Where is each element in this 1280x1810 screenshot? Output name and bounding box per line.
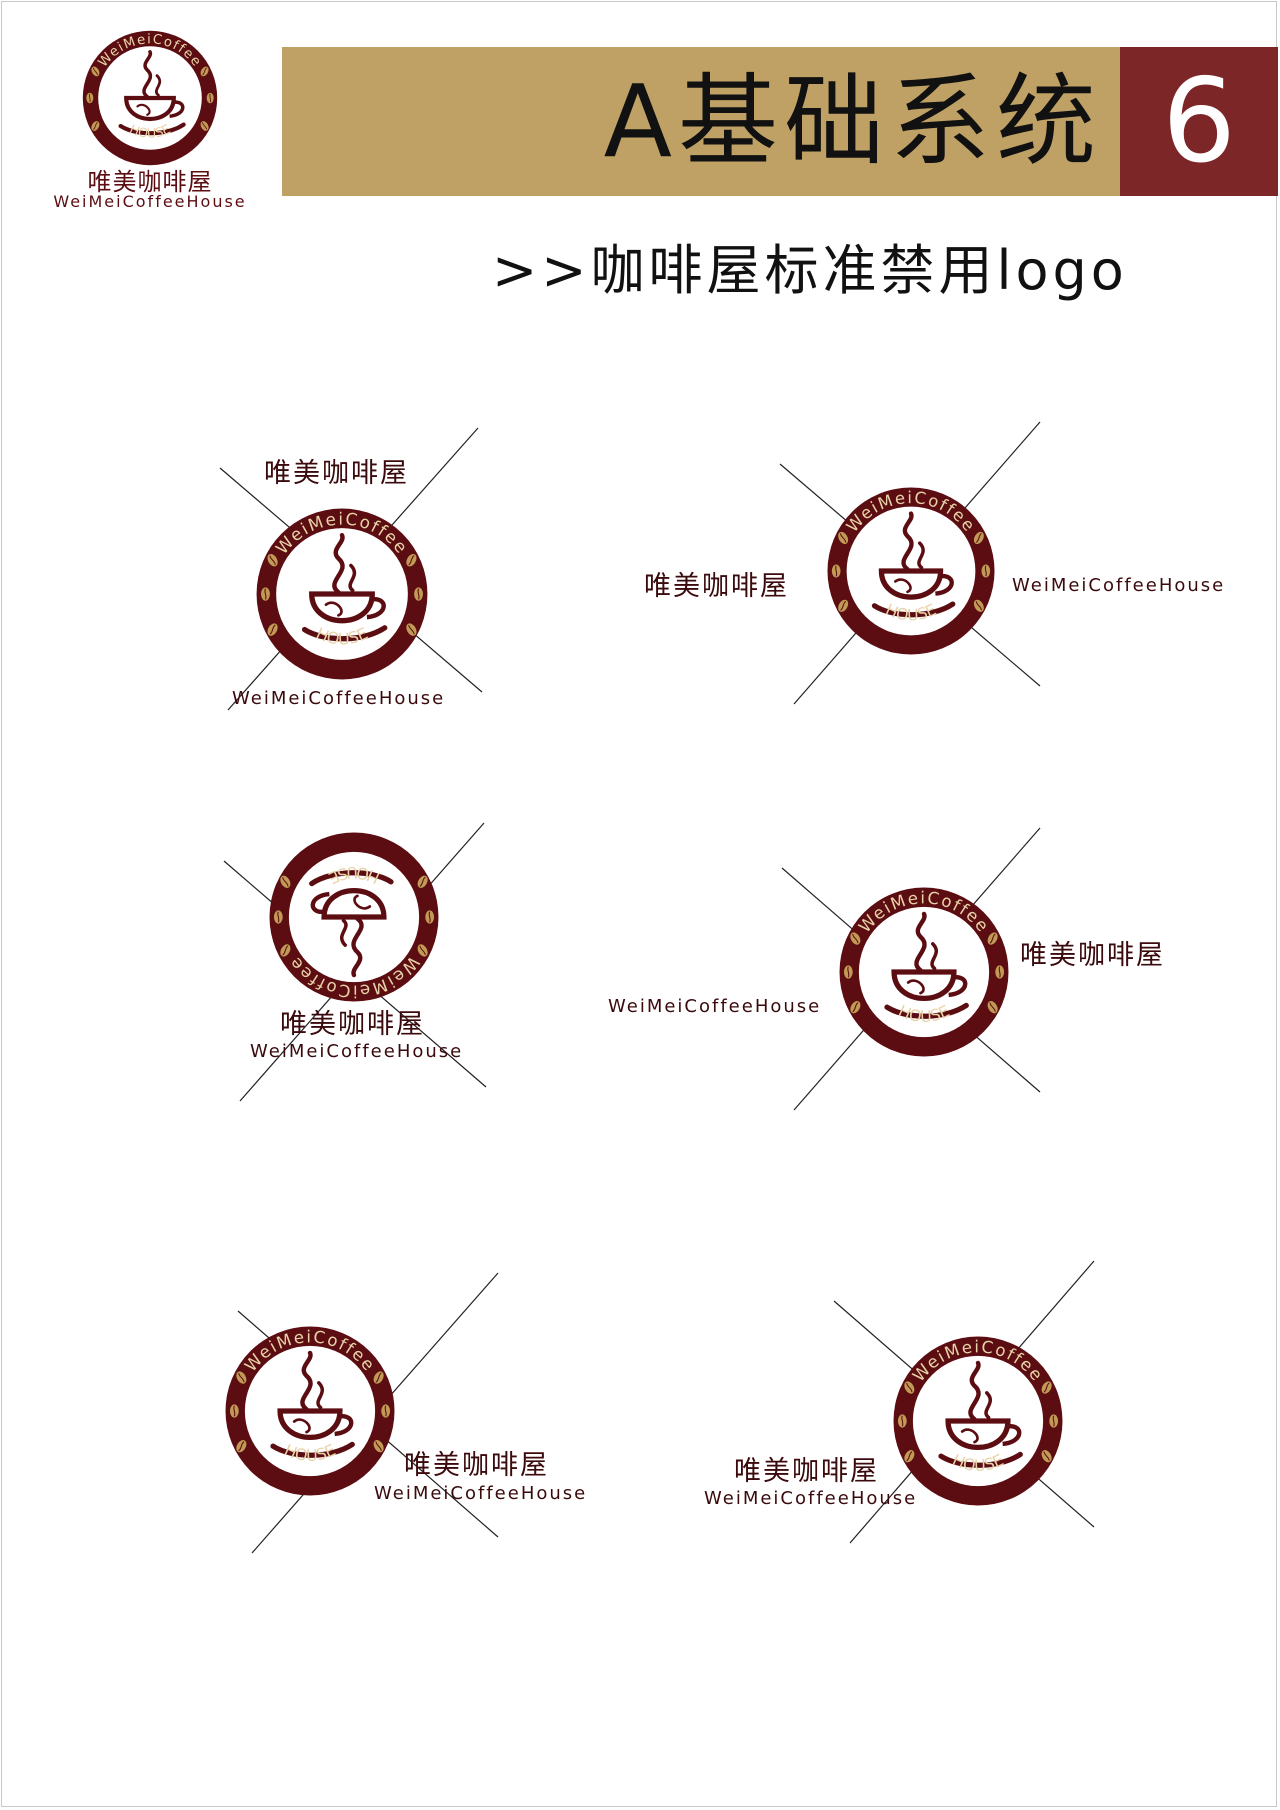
brand-name-en: WeiMeiCoffeeHouse xyxy=(53,192,247,211)
brand-logo-emblem xyxy=(80,28,220,168)
forbidden-logo-sample-3: 唯美咖啡屋 WeiMeiCoffeeHouse xyxy=(210,815,510,1115)
brand-name-cn-label: 唯美咖啡屋 xyxy=(404,1450,549,1481)
logo-emblem xyxy=(890,1333,1066,1509)
forbidden-logo-sample-2: 唯美咖啡屋 WeiMeiCoffeeHouse xyxy=(640,420,1240,710)
logo-emblem-upside-down xyxy=(266,829,442,1005)
brand-name-cn-label: 唯美咖啡屋 xyxy=(264,458,409,489)
brand-name-en-label: WeiMeiCoffeeHouse xyxy=(250,1041,464,1062)
forbidden-logo-sample-6: 唯美咖啡屋 WeiMeiCoffeeHouse xyxy=(690,1255,1130,1555)
brand-name-cn-label: 唯美咖啡屋 xyxy=(734,1456,879,1487)
page-subtitle: >>咖啡屋标准禁用logo xyxy=(492,239,1128,302)
brand-name-en-label: WeiMeiCoffeeHouse xyxy=(232,688,446,709)
section-banner: A基础系统 xyxy=(282,47,1120,196)
forbidden-logo-sample-5: 唯美咖啡屋 WeiMeiCoffeeHouse xyxy=(210,1265,610,1565)
brand-name-en-label: WeiMeiCoffeeHouse xyxy=(704,1488,918,1509)
section-title: A基础系统 xyxy=(603,62,1102,180)
logo-emblem xyxy=(824,484,998,658)
brand-name-cn-label: 唯美咖啡屋 xyxy=(280,1009,425,1040)
brand-name-cn-label: 唯美咖啡屋 xyxy=(1020,940,1165,971)
brand-name-cn-label: 唯美咖啡屋 xyxy=(644,571,789,602)
logo-emblem xyxy=(253,505,431,683)
forbidden-logo-sample-1: 唯美咖啡屋 WeiMeiCoffeeHouse xyxy=(200,410,500,720)
brand-name-cn: 唯美咖啡屋 xyxy=(87,168,213,196)
logo-emblem xyxy=(222,1323,398,1499)
logo-emblem xyxy=(836,884,1012,1060)
brand-name-en-label: WeiMeiCoffeeHouse xyxy=(374,1483,588,1504)
brand-name-en-label: WeiMeiCoffeeHouse xyxy=(608,996,822,1017)
forbidden-logo-sample-4: 唯美咖啡屋 WeiMeiCoffeeHouse xyxy=(600,820,1240,1120)
page-number: 6 xyxy=(1120,47,1278,196)
brand-name-en-label: WeiMeiCoffeeHouse xyxy=(1012,575,1226,596)
